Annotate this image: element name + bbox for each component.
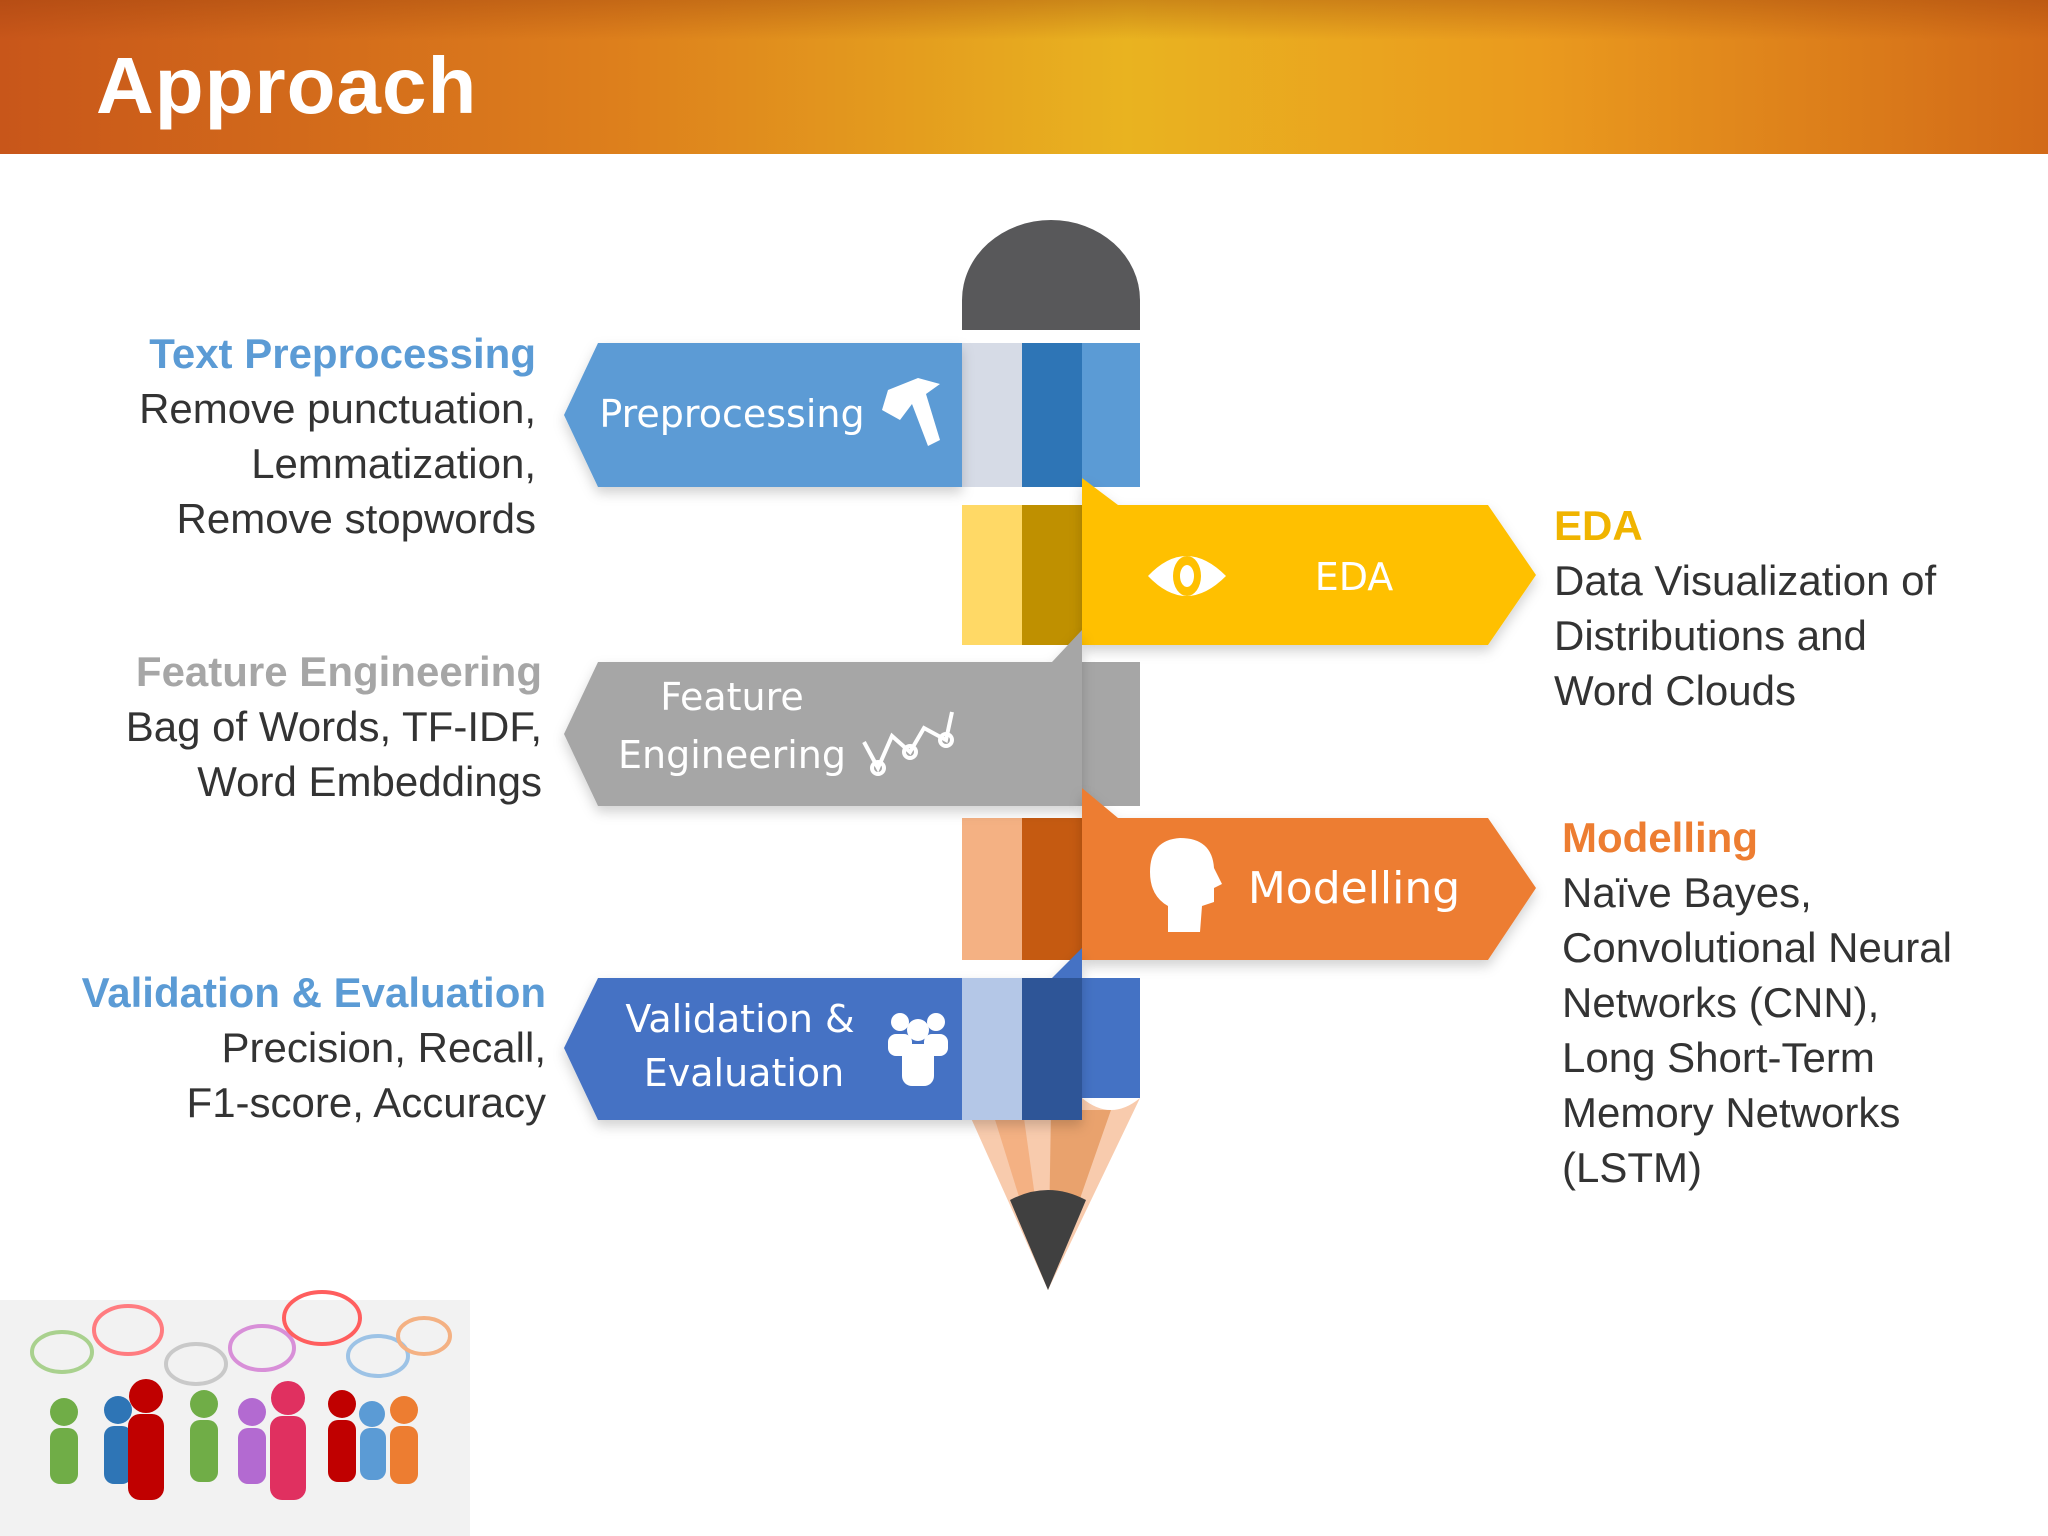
stage-arrow-modelling: Modelling [1082,788,1536,960]
description-eda: EDA Data Visualization of Distributions … [1554,498,1936,718]
pencil-segment-blue [962,343,1140,487]
description-line: Precision, Recall, [221,1024,546,1071]
heading-eda: EDA [1554,502,1643,549]
eye-icon [1148,556,1226,596]
description-line: F1-score, Accuracy [186,1079,546,1126]
arrow-label-validation-line2: Evaluation [644,1051,845,1095]
people-group-icon [888,1013,948,1086]
description-validation: Validation & Evaluation Precision, Recal… [82,965,546,1130]
arrow-label-feature-line1: Feature [660,675,804,719]
description-line: Long Short-Term [1562,1034,1875,1081]
description-line: Lemmatization, [251,440,536,487]
description-line: Distributions and [1554,612,1867,659]
line-graph-icon [862,711,954,776]
pencil-segment-yellow [962,505,1082,645]
description-text-preprocessing: Text Preprocessing Remove punctuation, L… [139,326,536,546]
people-speech-bubbles-illustration [0,1290,470,1536]
pencil-eraser [962,220,1140,330]
description-line: (LSTM) [1562,1144,1702,1191]
hammer-icon [882,378,940,446]
description-line: Word Clouds [1554,667,1796,714]
heading-validation: Validation & Evaluation [81,969,546,1016]
description-line: Data Visualization of [1554,557,1937,604]
arrow-label-feature-line2: Engineering [618,733,846,777]
description-line: Memory Networks [1562,1089,1901,1136]
head-profile-icon [1150,838,1222,932]
stage-arrow-validation: Validation & Evaluation [564,948,1082,1120]
description-modelling: Modelling Naïve Bayes, Convolutional Neu… [1562,810,1952,1195]
pencil-segment-orange [962,818,1082,960]
arrow-label-preprocessing: Preprocessing [599,392,864,436]
heading-text-preprocessing: Text Preprocessing [149,330,536,377]
arrow-label-eda: EDA [1315,555,1394,599]
stage-arrow-eda: EDA [1082,478,1536,645]
description-line: Naïve Bayes, [1562,869,1812,916]
description-line: Remove punctuation, [139,385,536,432]
arrow-label-modelling: Modelling [1248,863,1460,914]
description-line: Networks (CNN), [1562,979,1880,1026]
title-banner [0,0,2048,154]
arrow-label-validation-line1: Validation & [625,997,854,1041]
stage-arrow-feature-engineering: Feature Engineering [564,630,1082,806]
description-line: Bag of Words, TF-IDF, [125,703,542,750]
description-line: Convolutional Neural [1562,924,1952,971]
description-line: Word Embeddings [197,758,542,805]
heading-modelling: Modelling [1562,814,1758,861]
pencil-tip [962,1098,1140,1290]
description-feature-engineering: Feature Engineering Bag of Words, TF-IDF… [126,644,542,809]
slide-title: Approach [96,41,478,130]
stage-arrow-preprocessing: Preprocessing [564,343,962,487]
description-line: Remove stopwords [176,495,536,542]
heading-feature-engineering: Feature Engineering [135,648,542,695]
